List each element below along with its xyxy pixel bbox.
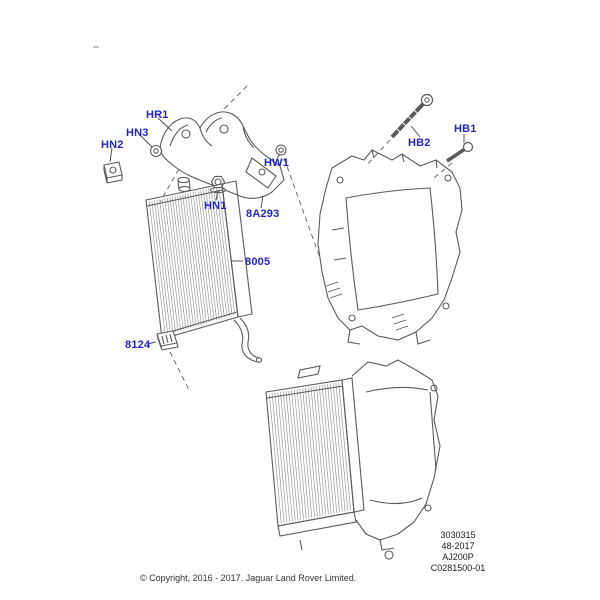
part-label-hn3[interactable]: HN3 <box>126 127 149 139</box>
part-label-hr1[interactable]: HR1 <box>146 109 169 121</box>
radiator-drawing <box>145 176 263 363</box>
label-leader-lines <box>109 117 465 345</box>
upper-shroud-drawing <box>317 149 463 345</box>
radiator-core-fins <box>148 186 236 336</box>
part-label-hb1[interactable]: HB1 <box>454 123 477 135</box>
copyright-text: © Copyright, 2016 - 2017. Jaguar Land Ro… <box>140 573 357 583</box>
ref-number: 3030315 <box>440 530 476 540</box>
mount-bushing-drawing <box>156 330 179 351</box>
part-label-hn1[interactable]: HN1 <box>204 200 227 212</box>
part-label-8124[interactable]: 8124 <box>125 339 151 351</box>
drawing-reference-block: 3030315 48-2017 AJ200P C0281500-01 <box>408 530 508 574</box>
lower-assembly-drawing <box>265 359 441 560</box>
part-label-8a293[interactable]: 8A293 <box>246 208 280 220</box>
part-label-hn2[interactable]: HN2 <box>101 139 124 151</box>
ref-drawing-id: C0281500-01 <box>430 563 486 573</box>
ref-date: 48-2017 <box>441 541 475 551</box>
ref-engine: AJ200P <box>442 552 474 562</box>
bolts-drawing <box>390 93 474 163</box>
lower-radiator-core-fins <box>269 382 351 524</box>
mounting-bracket-drawing <box>159 111 285 199</box>
fasteners-drawing <box>103 144 287 194</box>
part-label-hb2[interactable]: HB2 <box>408 137 431 149</box>
part-label-8005[interactable]: 8005 <box>245 256 271 268</box>
part-label-hw1[interactable]: HW1 <box>264 157 290 169</box>
